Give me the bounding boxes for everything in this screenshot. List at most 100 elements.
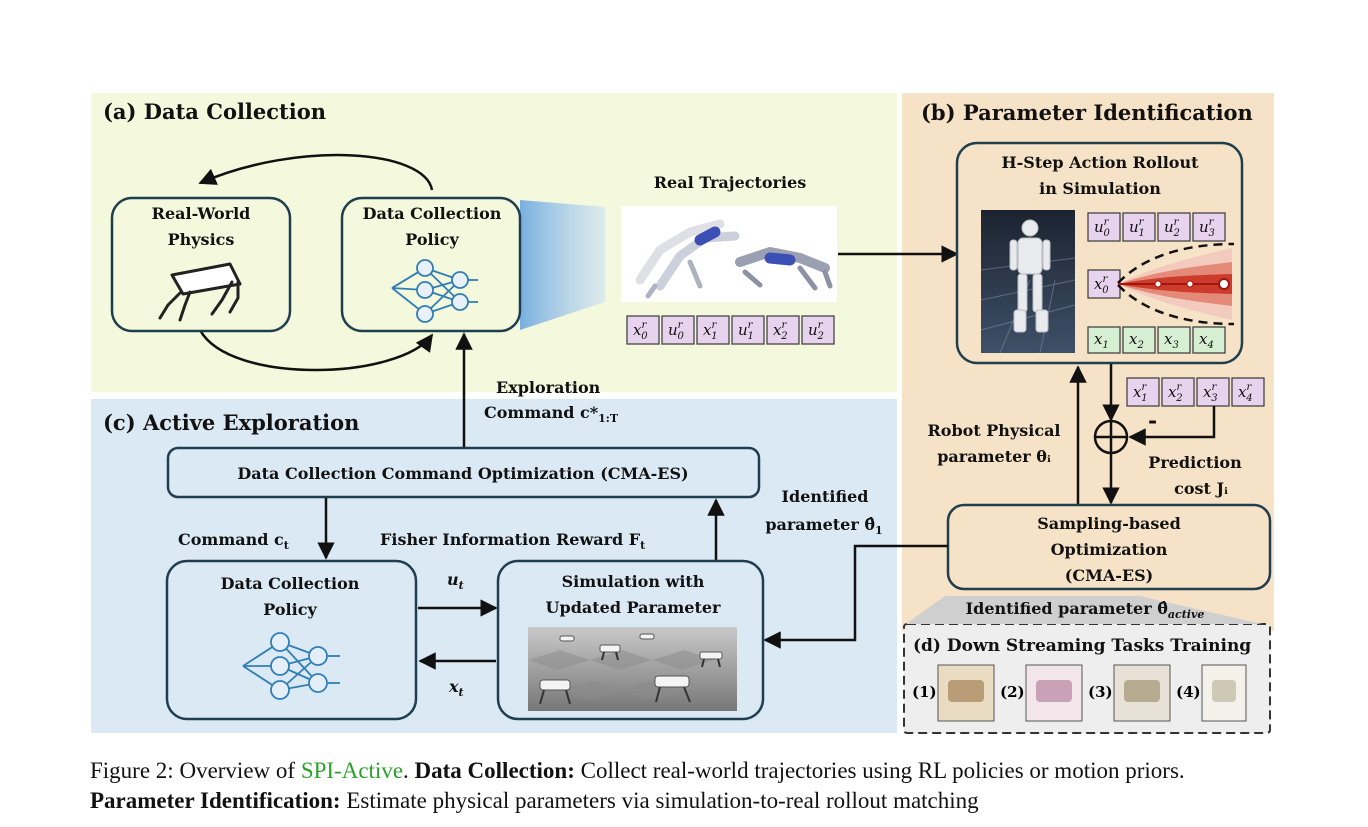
loop-arrow-bottom	[198, 329, 434, 372]
identified-label-2-main: parameter θ̂	[765, 515, 875, 534]
real-world-physics-box	[110, 196, 292, 333]
task-label: (3)	[1088, 683, 1113, 701]
x-token-text: x2	[1129, 330, 1144, 351]
real-trajectories-image	[621, 206, 837, 302]
robot-param-label-2: parameter θᵢ	[937, 447, 1051, 466]
caption-p1: Overview of	[173, 758, 301, 783]
caption-p2: .	[403, 758, 415, 783]
identified-active-sub: active	[1168, 608, 1204, 621]
policy-a-label-2: Policy	[405, 230, 459, 249]
identified-active-label: Identified parameter θ̂active	[966, 599, 1205, 621]
neural-network-icon-a	[391, 259, 478, 323]
caption-b2: Parameter Identification:	[90, 788, 341, 813]
exploration-label-1: Exploration	[496, 378, 601, 397]
panel-d-background	[903, 623, 1271, 734]
panel-d-title: (d) Down Streaming Tasks Training	[913, 636, 1251, 656]
opt-label-3: (CMA-ES)	[1065, 566, 1153, 585]
x-token: x1	[1087, 326, 1121, 354]
u-label-sub: t	[459, 579, 464, 592]
panel-c-title: (c) Active Exploration	[103, 410, 359, 435]
task-label: (2)	[1000, 683, 1025, 701]
policy-c-label-1: Data Collection	[221, 574, 360, 593]
task-robot-shape	[1036, 680, 1072, 702]
humanoid-sim-image	[980, 210, 1076, 354]
identified-active-main: Identified parameter θ̂	[966, 599, 1169, 618]
task-robot-shape	[1212, 680, 1236, 702]
xr-to-sum-arrow	[1128, 406, 1216, 446]
x-token: x4	[1192, 326, 1226, 354]
task-label: (1)	[912, 683, 937, 701]
identified-label-1: Identified	[782, 487, 869, 506]
caption-fig: Figure 2:	[90, 758, 174, 783]
identified-label-2-sub: 1	[875, 524, 883, 537]
data-collection-policy-box-c	[165, 559, 418, 721]
x-label-sub: t	[459, 686, 464, 699]
identified-label-2: parameter θ̂1	[765, 515, 882, 537]
fisher-label-sub: t	[640, 539, 646, 552]
real-world-label-2: Physics	[168, 230, 235, 249]
rollout-label-2: in Simulation	[1039, 179, 1161, 198]
opt-label-1: Sampling-based	[1037, 514, 1181, 533]
exploration-label-2-sub: 1:T	[598, 412, 619, 425]
task-label: (4)	[1176, 683, 1201, 701]
command-label-sub: t	[284, 539, 290, 552]
fisher-label: Fisher Information Reward Ft	[380, 530, 646, 552]
panel-b-title: (b) Parameter Identification	[921, 100, 1253, 125]
panel-a-title: (a) Data Collection	[103, 99, 326, 124]
rollout-label-1: H-Step Action Rollout	[1002, 153, 1200, 172]
caption-p4: Estimate physical parameters via simulat…	[340, 788, 979, 813]
x-token-row: x1 x2 x3 x4	[1087, 326, 1226, 354]
multi-robot-sim-image	[528, 627, 737, 711]
caption-b1: Data Collection:	[414, 758, 575, 783]
real-world-label-1: Real-World	[152, 204, 251, 223]
sum-node-icon	[1093, 419, 1129, 455]
fisher-label-main: Fisher Information Reward F	[380, 530, 641, 549]
exploration-label-2-main: Command c*	[484, 403, 599, 422]
loop-arrow-top	[198, 153, 434, 191]
sim-label-2: Updated Parameter	[546, 598, 721, 617]
command-label: Command ct	[178, 530, 290, 552]
rollout-fan	[1117, 242, 1235, 326]
u-label: ut	[447, 570, 464, 592]
x-label: xt	[448, 677, 464, 699]
cmd-opt-label: Data Collection Command Optimization (CM…	[237, 464, 688, 483]
command-label-main: Command c	[178, 530, 284, 549]
x-token-text: x4	[1199, 330, 1214, 351]
x-token-text: x3	[1164, 330, 1179, 351]
exploration-label-2: Command c*1:T	[484, 403, 619, 425]
x-token: x2	[1122, 326, 1156, 354]
x-token: x3	[1157, 326, 1191, 354]
opt-label-2: Optimization	[1051, 540, 1168, 559]
downstream-task-thumbnails: (1) (2) (3) (4)	[912, 664, 1247, 722]
caption-link[interactable]: SPI-Active	[300, 758, 404, 783]
quadruped-robot-icon	[158, 262, 242, 322]
robot-param-label-1: Robot Physical	[927, 421, 1060, 440]
task-robot-shape	[948, 680, 984, 702]
